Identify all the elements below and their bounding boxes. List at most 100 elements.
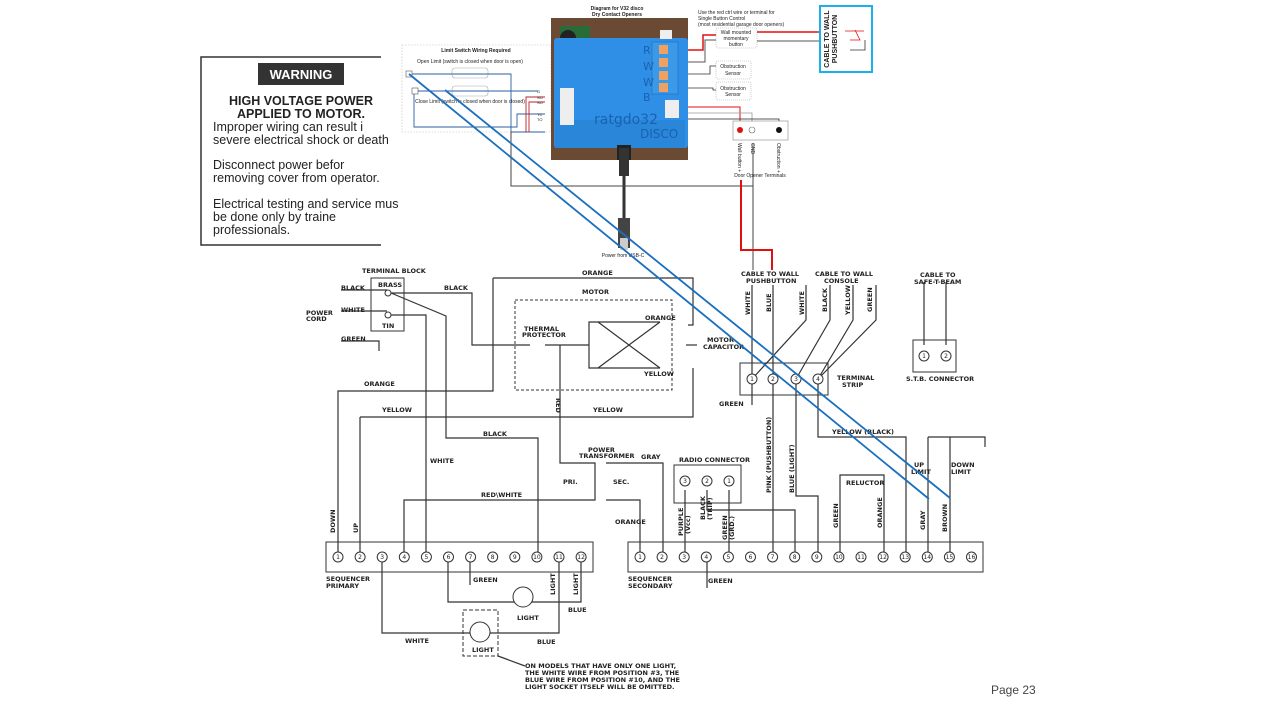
cable-to-wall-pushbutton-box (819, 5, 873, 73)
terminal-letter: W (643, 60, 654, 73)
terminal-position (487, 551, 499, 563)
board-label: ratgdo32 (594, 112, 658, 128)
terminal-position (943, 551, 955, 563)
obstruction-label: Sensor (725, 71, 741, 77)
label: POWER (588, 446, 615, 454)
note-text: THE WHITE WIRE FROM POSITION #3, THE (525, 669, 679, 677)
label: BLUE (568, 606, 587, 614)
label: PURPLE (677, 508, 685, 536)
page-number: Page 23 (991, 683, 1036, 697)
label: YELLOW (BLACK) (831, 428, 894, 436)
position-number: 3 (682, 554, 686, 561)
label: GREEN (341, 335, 366, 343)
wall-button-label: button (729, 42, 743, 48)
label: MOTOR (582, 288, 609, 296)
label: WHITE (430, 457, 454, 465)
label: ORANGE (582, 269, 613, 277)
ratgdo-title: Dry Contact Openers (592, 12, 642, 18)
label: WHITE (341, 306, 365, 314)
terminal-position (722, 551, 734, 563)
pin-label: TC (537, 112, 542, 117)
position-number: 2 (358, 554, 362, 561)
label: UP (914, 461, 924, 469)
label: YELLOW (643, 370, 674, 378)
label: BRASS (378, 281, 402, 289)
label: LIMIT (911, 468, 931, 476)
position-number: 2 (944, 353, 948, 360)
label: GREEN (866, 287, 874, 312)
label: TERMINAL (837, 374, 874, 382)
note-text: BLUE WIRE FROM POSITION #10, AND THE (525, 676, 680, 684)
label: RADIO CONNECTOR (679, 456, 750, 464)
label: BLUE (765, 293, 773, 312)
label: GRAY (919, 510, 927, 530)
label: CABLE TO (920, 271, 956, 279)
position-number: 7 (469, 554, 473, 561)
label: WHITE (798, 291, 806, 315)
label: PRI. (563, 478, 578, 486)
open-limit-label: Open Limit (switch is closed when door i… (417, 59, 523, 65)
label: PINK (PUSHBUTTON) (765, 417, 773, 493)
label: LIGHT (572, 573, 580, 595)
dry-contact-wiring: Use the red ctrl wire or terminal for Si… (510, 5, 873, 270)
label: STRIP (842, 381, 864, 389)
wall-button-label: Wall mounted (721, 30, 752, 36)
label: RED (554, 398, 562, 413)
position-number: 5 (424, 554, 428, 561)
label: LIGHT (549, 573, 557, 595)
obstruction-label: Sensor (725, 92, 741, 98)
label: GREEN (719, 400, 744, 408)
pin-label: G (537, 89, 540, 94)
label: ORANGE (615, 518, 646, 526)
position-number: 1 (727, 478, 731, 485)
warning-text: removing cover from operator. (213, 171, 380, 185)
position-number: 1 (750, 376, 754, 383)
obstruction-label: Obstruction (720, 64, 746, 70)
terminal-position (465, 551, 477, 563)
label: ORANGE (876, 497, 884, 528)
label: BROWN (941, 504, 949, 532)
label: UP (352, 523, 360, 533)
label: PUSHBUTTON (746, 277, 796, 285)
label: ORANGE (645, 314, 676, 322)
radio-connector: 3 2 1 (679, 475, 735, 487)
position-number: 3 (794, 376, 798, 383)
warning-text: Electrical testing and service mus (213, 197, 399, 211)
label: YELLOW (592, 406, 623, 414)
terminal-letter: R (643, 44, 651, 57)
warning-text: severe electrical shock or death (213, 133, 389, 147)
label: GREEN (721, 515, 729, 540)
position-number: 10 (835, 554, 843, 561)
label: THERMAL (524, 325, 559, 333)
pin-label: TO (537, 117, 542, 122)
label: GRAY (641, 453, 661, 461)
note-text: (most residential garage door openers) (698, 22, 784, 28)
position-number: 5 (726, 554, 730, 561)
position-number: 14 (923, 554, 931, 561)
label: SAFE-T-BEAM (914, 278, 961, 286)
position-number: 8 (793, 554, 797, 561)
terminal-position (531, 551, 543, 563)
label: BLACK (444, 284, 469, 292)
limit-switch-panel: Limit Switch Wiring Required Open Limit … (401, 44, 552, 133)
position-number: 4 (402, 554, 406, 561)
label: YELLOW (844, 285, 852, 316)
terminal-label: Wall button + (736, 143, 742, 172)
position-number: 13 (901, 554, 909, 561)
terminal-position (811, 551, 823, 563)
label: BLUE (537, 638, 556, 646)
position-number: 2 (771, 376, 775, 383)
schematic-wires (325, 277, 986, 667)
label: SEQUENCER (326, 575, 370, 583)
terminal-position (899, 551, 911, 563)
label: GREEN (473, 576, 498, 584)
warning-text: be done only by traine (213, 210, 336, 224)
label: CABLE TO WALL (741, 270, 799, 278)
label: CORD (306, 315, 327, 323)
terminal-position (509, 551, 521, 563)
position-number: 4 (816, 376, 820, 383)
label: CONSOLE (824, 277, 859, 285)
position-number: 10 (533, 554, 541, 561)
warning-headline: HIGH VOLTAGE POWER (229, 94, 373, 108)
